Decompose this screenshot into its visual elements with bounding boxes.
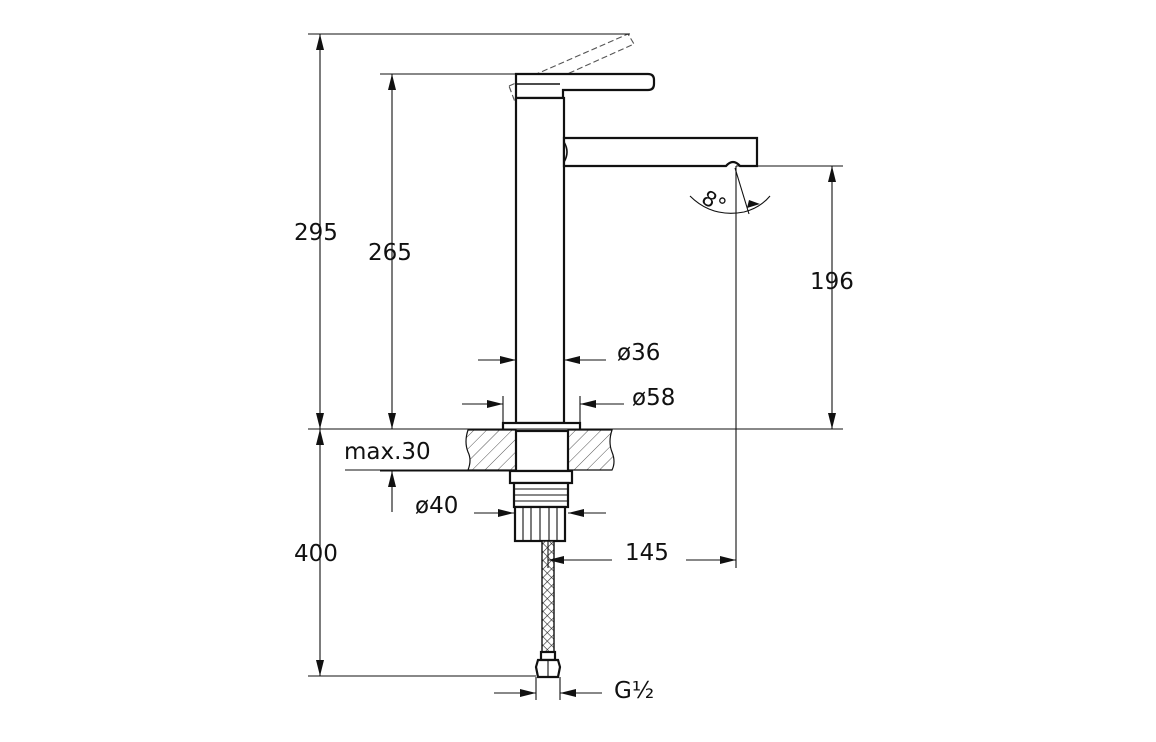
dimension-labels: 295 265 196 ø36 ø58 max.30 ø40 145 400 G… bbox=[294, 186, 854, 704]
dimension-265: 265 bbox=[368, 240, 412, 266]
dimension-400: 400 bbox=[294, 541, 338, 567]
dimension-196: 196 bbox=[810, 269, 854, 295]
fixing-washer bbox=[508, 469, 574, 485]
fixing-assembly bbox=[508, 469, 574, 679]
body-column bbox=[514, 96, 566, 425]
dimension-body-diameter: ø36 bbox=[617, 340, 660, 366]
spout-collar bbox=[563, 141, 568, 163]
dimension-max-thickness: max.30 bbox=[344, 439, 431, 465]
countertop-hatch-left bbox=[465, 429, 517, 471]
thread-lines bbox=[514, 488, 568, 502]
dimension-base-diameter: ø58 bbox=[632, 385, 675, 411]
countertop-section bbox=[465, 429, 615, 473]
nut-flutes bbox=[522, 507, 558, 541]
dimension-connection-thread: G½ bbox=[614, 678, 654, 704]
mounting-shank bbox=[514, 429, 570, 473]
dimension-145: 145 bbox=[625, 540, 669, 566]
extension-lines bbox=[308, 33, 843, 700]
dimension-295: 295 bbox=[294, 220, 338, 246]
dimension-thread-diameter: ø40 bbox=[415, 493, 458, 519]
countertop-hatch-right bbox=[567, 429, 615, 471]
handle-lever bbox=[514, 72, 656, 100]
spout bbox=[562, 136, 759, 168]
dimension-lines bbox=[316, 34, 836, 697]
faucet-body bbox=[501, 33, 759, 433]
hose-ferrule bbox=[539, 650, 557, 662]
